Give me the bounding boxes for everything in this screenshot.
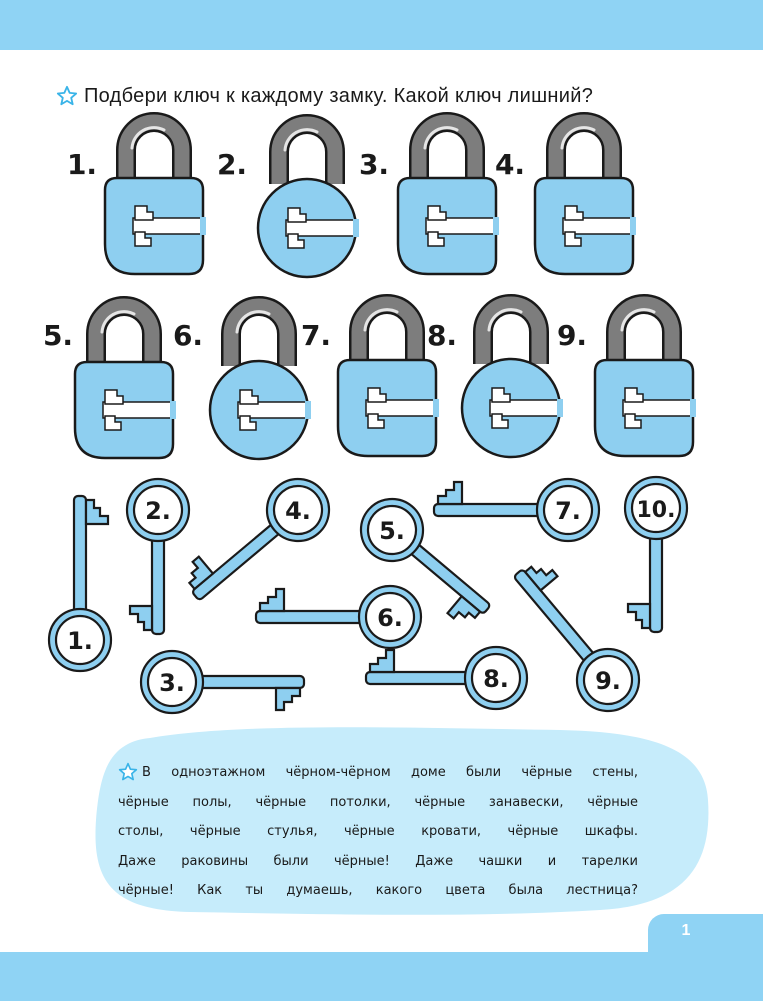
task-1-instruction: Подбери ключ к каждому замку. Какой ключ… [84, 84, 594, 107]
key [125, 477, 191, 636]
key [139, 649, 306, 715]
key [432, 477, 601, 543]
lock-number: 6. [173, 319, 203, 352]
riddle-line: В одноэтажном чёрном-чёрном доме были чё… [142, 765, 638, 780]
key [254, 584, 423, 650]
lock-number: 5. [43, 319, 73, 352]
key-number: 4. [285, 497, 311, 525]
star-outline-icon [118, 762, 138, 781]
lock-number: 1. [67, 148, 97, 181]
star-outline-icon [56, 85, 78, 106]
key-number: 3. [159, 669, 185, 697]
riddle-line: чёрные полы, чёрные потолки, чёрные зана… [118, 794, 638, 810]
lock-number: 8. [427, 319, 457, 352]
key-number: 9. [595, 667, 621, 695]
locks-group: 1. 2. 3. 4. 5. 6. 7. 8. 9. [43, 112, 696, 461]
key [47, 494, 113, 673]
page-number-tab [648, 914, 763, 1001]
key [623, 475, 689, 634]
lock: 3. [359, 112, 499, 276]
key [364, 645, 529, 711]
lock: 6. [173, 296, 311, 461]
key [513, 565, 641, 713]
lock-number: 9. [557, 319, 587, 352]
key-number: 7. [555, 497, 581, 525]
key [187, 477, 331, 601]
key-number: 10. [637, 498, 676, 523]
riddle-line: Даже раковины были чёрные! Даже чашки и … [118, 853, 638, 869]
flower-icon [670, 889, 692, 914]
lock-number: 4. [495, 148, 525, 181]
key [359, 497, 491, 620]
lock: 8. [427, 294, 563, 459]
key-number: 5. [379, 517, 405, 545]
task-1-heading: Подбери ключ к каждому замку. Какой ключ… [56, 80, 716, 112]
riddle-line: чёрные! Как ты думаешь, какого цвета был… [118, 883, 638, 898]
bottom-band [0, 952, 763, 1001]
lock: 5. [43, 296, 176, 460]
lock: 4. [495, 112, 636, 276]
lock: 2. [217, 114, 359, 279]
thought-bubble [95, 727, 709, 915]
key-number: 2. [145, 497, 171, 525]
lock: 7. [301, 294, 439, 458]
lock: 9. [557, 294, 696, 458]
riddle-text: В одноэтажном чёрном-чёрном доме были чё… [118, 758, 638, 906]
lock-number: 7. [301, 319, 331, 352]
key-number: 6. [377, 604, 403, 632]
top-band [0, 0, 763, 50]
riddle-line: столы, чёрные стулья, чёрные кровати, чё… [118, 824, 638, 839]
key-number: 1. [67, 627, 93, 655]
keys-group: 1. 2. 3. 4. 5. 6. 7. 8. 9. 10. [47, 475, 689, 715]
lock-number: 2. [217, 148, 247, 181]
key-number: 8. [483, 665, 509, 693]
lock-number: 3. [359, 148, 389, 181]
lock: 1. [67, 112, 206, 276]
page-number: 1 [681, 922, 691, 939]
